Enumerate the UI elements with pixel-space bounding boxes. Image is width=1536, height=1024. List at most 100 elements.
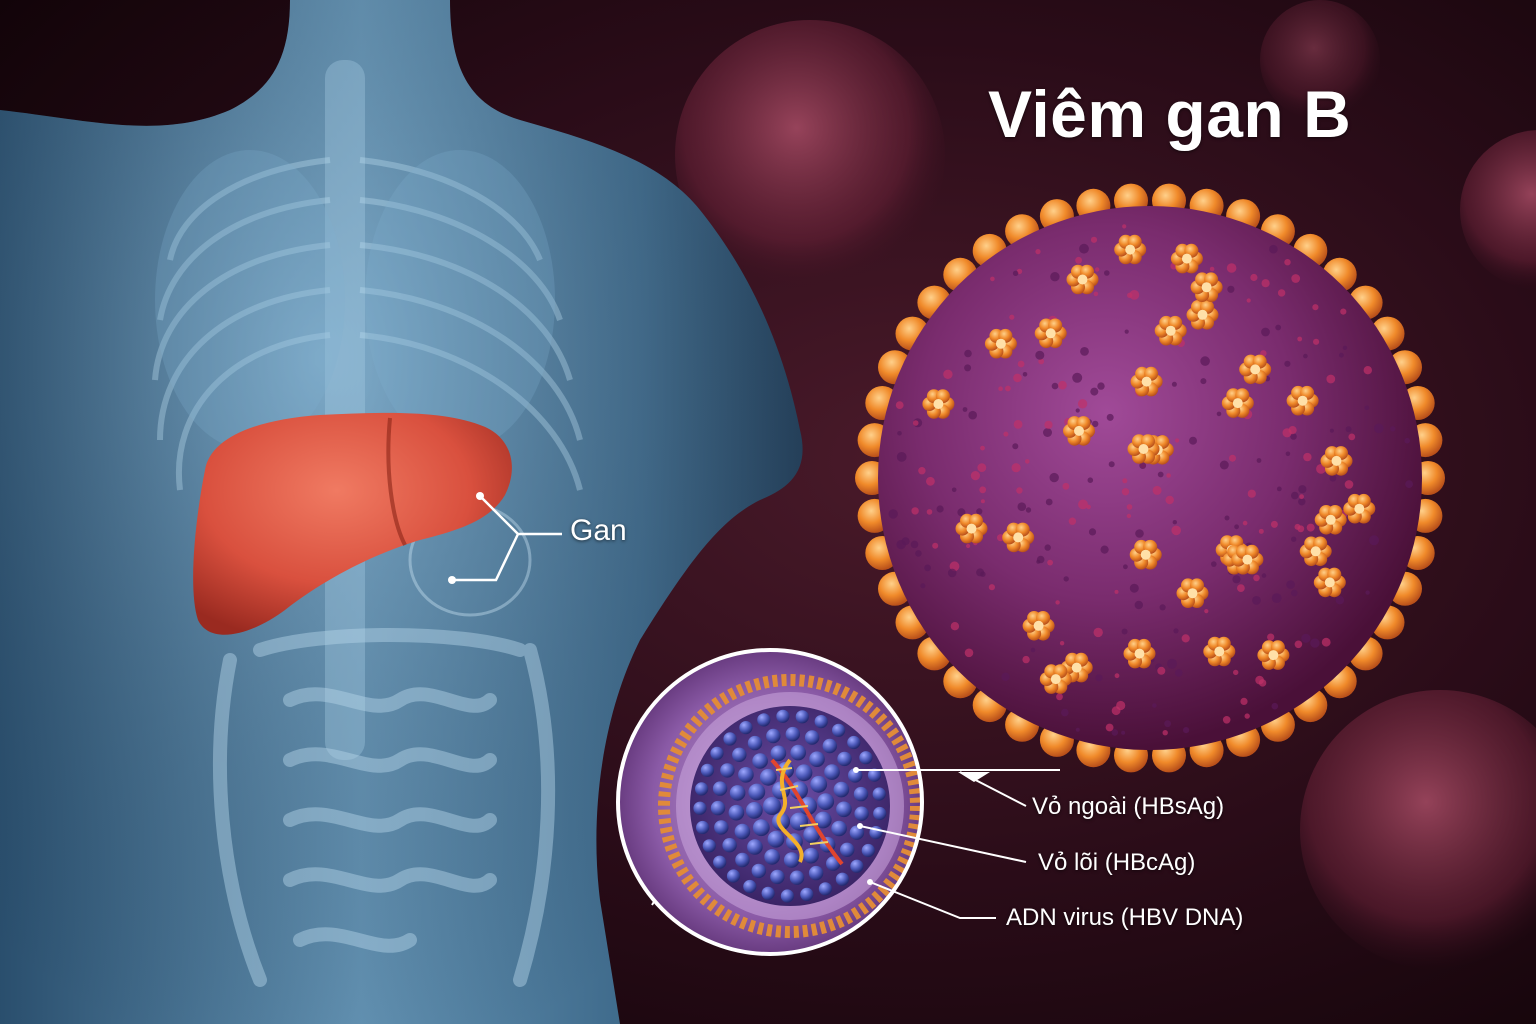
- surface-granule: [1226, 263, 1237, 273]
- capsid-subunit: [789, 870, 805, 885]
- capsid-subunit: [713, 855, 727, 869]
- surface-granule: [1240, 697, 1248, 706]
- capsid-subunit: [712, 781, 728, 796]
- surface-granule: [1022, 372, 1028, 377]
- capsid-subunit: [776, 709, 790, 723]
- surface-granule: [912, 420, 919, 426]
- surface-granule: [1114, 589, 1119, 594]
- surface-granule: [926, 509, 933, 515]
- surface-granule: [888, 509, 898, 519]
- surface-granule: [957, 508, 966, 517]
- capsid-subunit: [748, 783, 766, 801]
- surface-spike-cluster: [1127, 434, 1160, 464]
- capsid-subunit: [714, 820, 729, 835]
- spike-center: [1232, 398, 1243, 409]
- inset-connector: [651, 899, 656, 906]
- surface-granule: [896, 452, 907, 462]
- leader-dot: [857, 823, 863, 829]
- spike-center: [1242, 554, 1253, 565]
- surface-spike-cluster: [1170, 243, 1203, 274]
- surface-granule: [980, 445, 985, 451]
- capsid-subunit: [840, 842, 855, 857]
- capsid-subunit: [720, 763, 735, 778]
- surface-spike-cluster: [1034, 318, 1067, 349]
- capsid-subunit: [795, 764, 813, 782]
- capsid-subunit: [734, 823, 751, 840]
- capsid-subunit: [770, 869, 785, 885]
- surface-spike-cluster: [1063, 416, 1095, 446]
- spike-center: [1033, 620, 1044, 631]
- surface-granule: [1256, 458, 1262, 463]
- surface-granule: [1340, 308, 1347, 315]
- spike-center: [1134, 648, 1145, 659]
- capsid-subunit: [722, 838, 737, 853]
- surface-granule: [1242, 520, 1248, 526]
- surface-granule: [1012, 443, 1019, 450]
- surface-granule: [932, 542, 939, 549]
- capsid-subunit: [710, 746, 724, 760]
- surface-spike-cluster: [1231, 544, 1264, 575]
- surface-spike-cluster: [1190, 272, 1223, 302]
- surface-granule: [1075, 727, 1080, 732]
- surface-spike-cluster: [1257, 640, 1290, 670]
- capsid-subunit: [817, 793, 835, 810]
- surface-granule: [1299, 494, 1304, 500]
- surface-granule: [1093, 627, 1103, 638]
- surface-granule: [1080, 347, 1089, 356]
- surface-granule: [1276, 486, 1282, 492]
- surface-granule: [1232, 575, 1241, 584]
- capsid-subunit: [759, 768, 777, 786]
- virus-cross-section: [616, 648, 924, 956]
- surface-granule: [1326, 374, 1336, 384]
- surface-granule: [1211, 561, 1217, 567]
- surface-granule: [1114, 673, 1120, 679]
- surface-granule: [1157, 471, 1164, 478]
- capsid-subunit: [809, 751, 825, 767]
- capsid-subunit: [790, 812, 808, 831]
- surface-granule: [1075, 256, 1082, 264]
- surface-granule: [1275, 324, 1282, 331]
- surface-granule: [1135, 529, 1144, 538]
- surface-granule: [1017, 502, 1027, 512]
- surface-granule: [1121, 628, 1128, 635]
- spike-center: [1074, 425, 1084, 436]
- capsid-subunit: [854, 806, 869, 821]
- surface-granule: [1244, 713, 1250, 719]
- capsid-subunit: [732, 747, 747, 762]
- surface-granule: [1291, 589, 1298, 597]
- surface-granule: [979, 486, 987, 494]
- spine: [325, 60, 365, 760]
- capsid-subunit: [853, 786, 869, 802]
- capsid-subunit: [849, 825, 865, 840]
- surface-granule: [1056, 693, 1063, 701]
- surface-granule: [1277, 289, 1286, 297]
- surface-granule: [895, 401, 904, 409]
- surface-granule: [950, 622, 960, 631]
- surface-granule: [1329, 474, 1337, 482]
- capsid-subunit: [772, 812, 790, 831]
- surface-granule: [1129, 583, 1139, 593]
- surface-granule: [1260, 350, 1267, 357]
- surface-granule: [943, 369, 953, 379]
- surface-granule: [936, 505, 944, 513]
- surface-granule: [1229, 454, 1236, 462]
- surface-granule: [988, 584, 996, 591]
- surface-granule: [1038, 358, 1045, 365]
- capsid-subunit: [747, 839, 763, 855]
- surface-granule: [1044, 420, 1053, 429]
- capsid-subunit: [814, 715, 828, 729]
- spike-center: [1310, 546, 1321, 557]
- surface-spike-cluster: [984, 328, 1017, 359]
- capsid-subunit: [743, 879, 757, 894]
- surface-granule: [926, 476, 935, 486]
- surface-granule: [1105, 723, 1114, 732]
- surface-granule: [1062, 482, 1070, 490]
- surface-granule: [1261, 279, 1270, 288]
- surface-spike-cluster: [1114, 234, 1147, 265]
- surface-granule: [1284, 259, 1291, 266]
- leader-dot: [867, 879, 873, 885]
- background-virus: [1300, 690, 1536, 970]
- capsid-subunit: [735, 852, 750, 868]
- surface-granule: [1189, 436, 1197, 445]
- spike-center: [933, 399, 944, 409]
